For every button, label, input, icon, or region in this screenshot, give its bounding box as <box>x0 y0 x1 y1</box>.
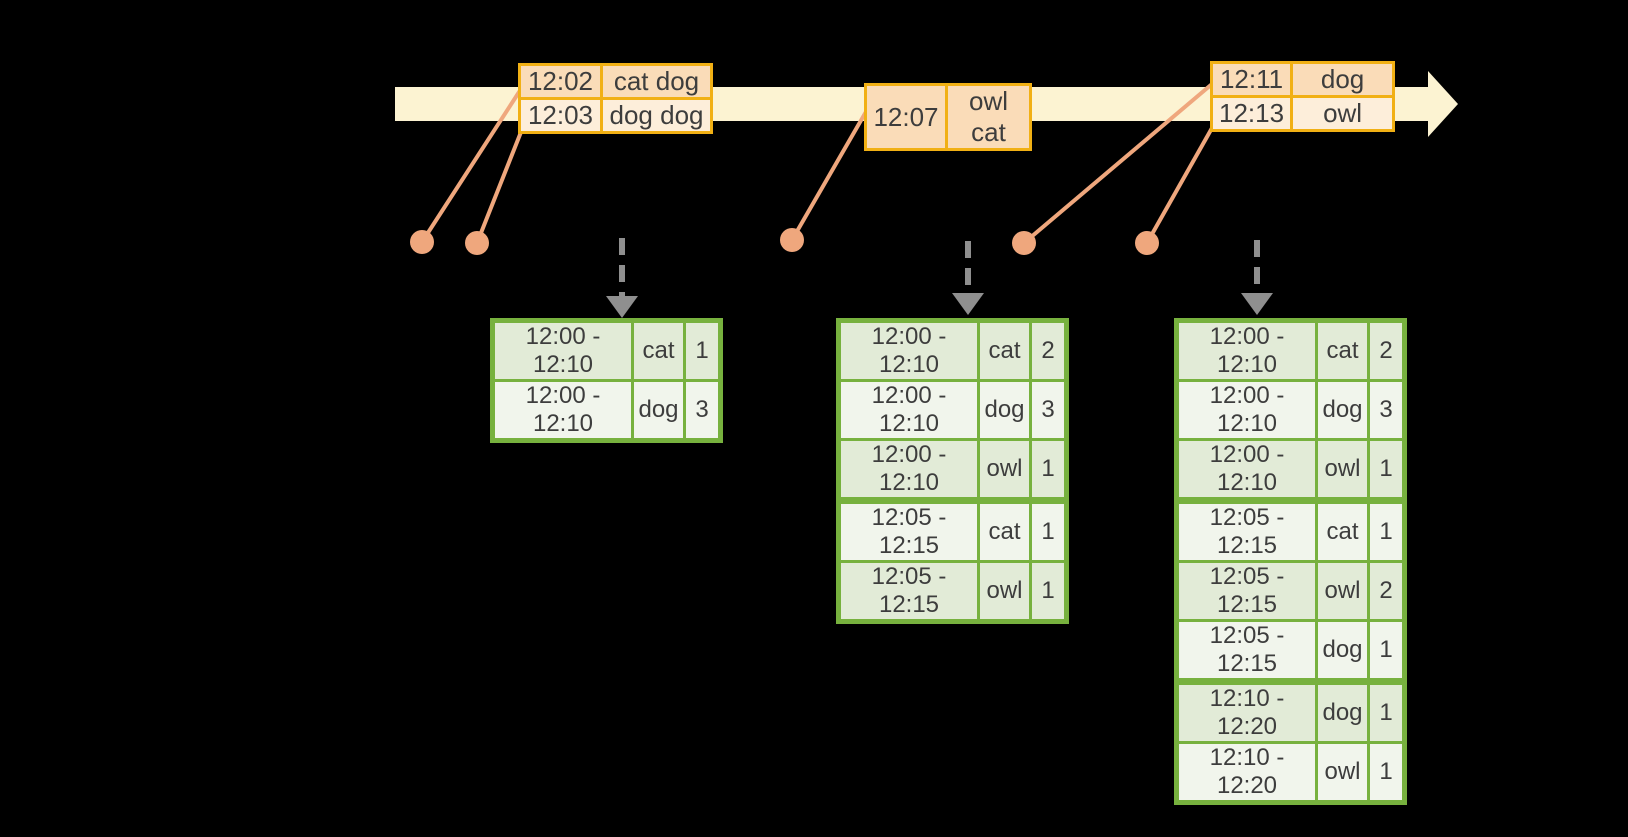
table-cell: dog <box>631 379 686 442</box>
table-cell: 2 <box>1029 319 1068 382</box>
table-cell: 12:00 - 12:10 <box>837 438 980 504</box>
table-cell: dog <box>1315 379 1370 441</box>
table-cell: owl cat <box>945 83 1032 151</box>
table-cell: 12:10 - 12:20 <box>1175 741 1318 804</box>
timeline-arrowhead-icon <box>1428 71 1458 137</box>
event-dot <box>465 231 489 255</box>
table-cell: dog <box>1315 680 1370 744</box>
table-cell: 1 <box>1367 741 1406 804</box>
table-cell: 12:05 - 12:15 <box>837 560 980 623</box>
table-cell: cat <box>977 499 1032 563</box>
table-cell: owl <box>1290 95 1396 132</box>
leader-line <box>790 109 869 241</box>
table-cell: 12:00 - 12:10 <box>1175 379 1318 441</box>
table-cell: cat <box>1315 319 1370 382</box>
trigger-arrowhead-icon <box>1241 293 1273 315</box>
table-cell: dog <box>1290 61 1396 98</box>
table-cell: 12:05 - 12:15 <box>1175 560 1318 622</box>
table-cell: 12:00 - 12:10 <box>1175 319 1318 382</box>
event-dot <box>1135 231 1159 255</box>
table-cell: owl <box>977 560 1032 623</box>
table-cell: 12:11 <box>1209 61 1294 98</box>
table-cell: 1 <box>1029 499 1068 563</box>
table-cell: 12:05 - 12:15 <box>1175 499 1318 563</box>
leader-line <box>1145 127 1214 244</box>
leader-line <box>475 131 523 244</box>
event-dot <box>1012 231 1036 255</box>
table-cell: 12:00 - 12:10 <box>1175 438 1318 504</box>
table-cell: cat <box>631 319 686 382</box>
table-cell: 2 <box>1367 319 1406 382</box>
table-cell: dog <box>1315 619 1370 685</box>
table-cell: cat <box>1315 499 1370 563</box>
table-cell: 1 <box>1367 680 1406 744</box>
table-cell: 1 <box>1029 438 1068 504</box>
table-cell: cat <box>977 319 1032 382</box>
table-cell: 12:00 - 12:10 <box>837 379 980 441</box>
table-cell: 1 <box>1029 560 1068 623</box>
table-cell: 12:00 - 12:10 <box>837 319 980 382</box>
table-cell: 3 <box>683 379 722 442</box>
table-cell: 12:10 - 12:20 <box>1175 680 1318 744</box>
table-cell: cat dog <box>600 63 713 100</box>
event-dot <box>780 228 804 252</box>
table-cell: 12:00 - 12:10 <box>491 319 634 382</box>
trigger-arrowhead-icon <box>606 296 638 318</box>
table-cell: owl <box>977 438 1032 504</box>
table-cell: 12:13 <box>1209 95 1294 132</box>
table-cell: dog dog <box>600 97 713 134</box>
table-cell: 3 <box>1367 379 1406 441</box>
table-cell: 12:03 <box>518 97 603 134</box>
table-cell: 2 <box>1367 560 1406 622</box>
table-cell: owl <box>1315 560 1370 622</box>
table-cell: 1 <box>683 319 722 382</box>
table-cell: 1 <box>1367 438 1406 504</box>
table-cell: 12:00 - 12:10 <box>491 379 634 442</box>
table-cell: 3 <box>1029 379 1068 441</box>
table-cell: 1 <box>1367 499 1406 563</box>
event-dot <box>410 230 434 254</box>
table-cell: owl <box>1315 438 1370 504</box>
table-cell: owl <box>1315 741 1370 804</box>
trigger-arrowhead-icon <box>952 293 984 315</box>
table-cell: 12:05 - 12:15 <box>837 499 980 563</box>
table-cell: 12:07 <box>864 83 948 151</box>
table-cell: 12:05 - 12:15 <box>1175 619 1318 685</box>
table-cell: 12:02 <box>518 63 603 100</box>
table-cell: dog <box>977 379 1032 441</box>
table-cell: 1 <box>1367 619 1406 685</box>
